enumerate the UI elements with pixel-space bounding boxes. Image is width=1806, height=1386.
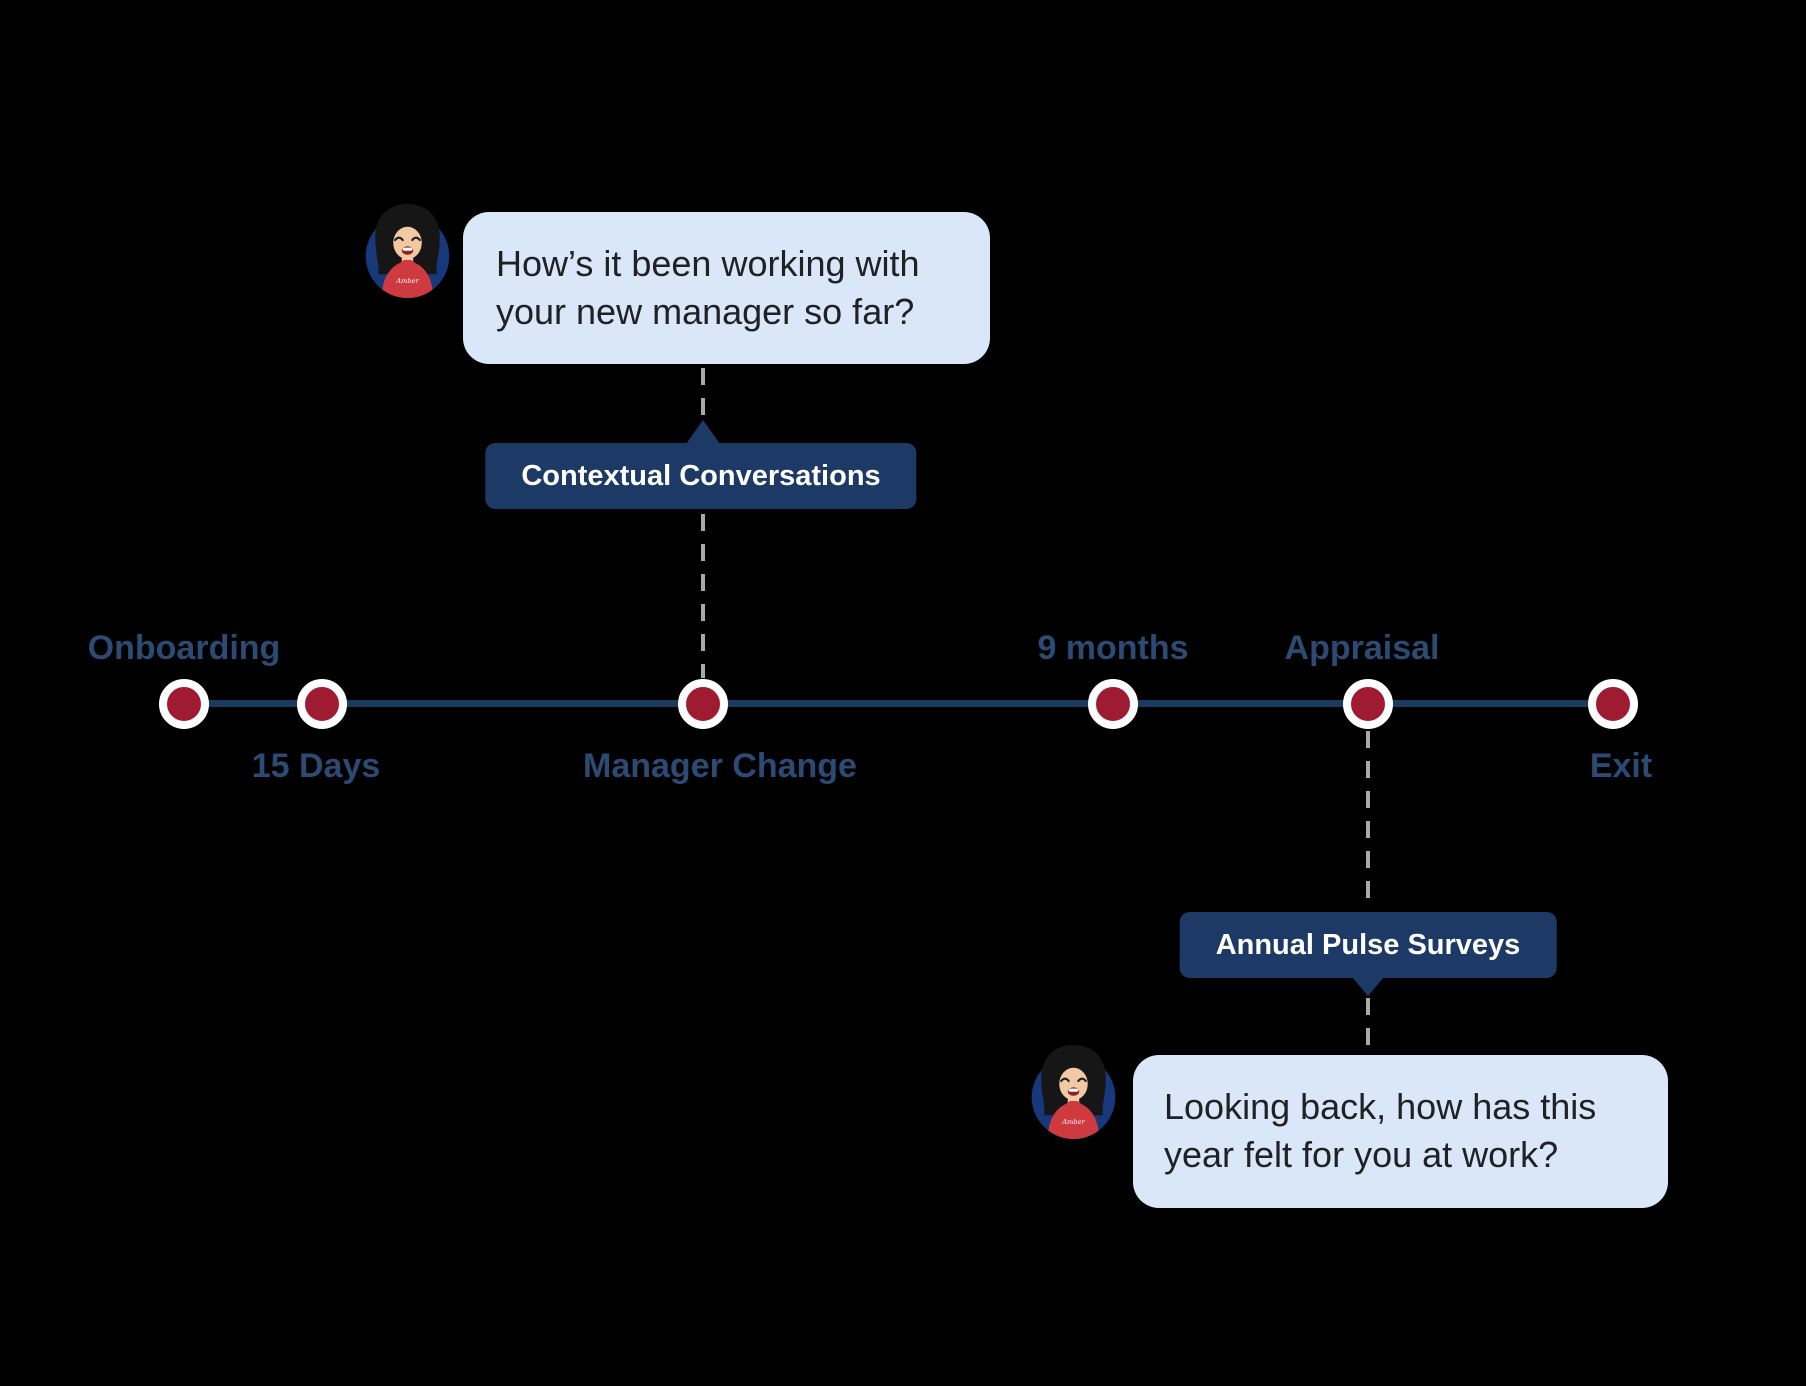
dashed-connector-dot-to-badge [1366,731,1370,911]
milestone-label-15-days: 15 Days [251,747,381,785]
chat-bubble-annual-pulse: Looking back, how has this year felt for… [1133,1055,1668,1208]
avatar-face [393,226,422,260]
avatar-shirt [381,260,434,298]
badge-pointer-up-icon [686,420,720,444]
milestone-dot-appraisal [1343,679,1393,729]
milestone-label-manager-change: Manager Change [583,747,857,785]
milestone-dot-15-days [297,679,347,729]
dashed-connector-badge-to-bubble [1366,998,1370,1051]
avatar-shirt-label: Amber [1061,1118,1085,1126]
badge-contextual-conversations: Contextual Conversations [485,443,917,509]
milestone-dot-onboarding [159,679,209,729]
milestone-label-appraisal: Appraisal [1284,629,1440,667]
badge-annual-pulse-surveys: Annual Pulse Surveys [1179,912,1557,978]
milestone-dot-exit [1588,679,1638,729]
chat-bubble-text-line: year felt for you at work? [1164,1134,1559,1175]
timeline-line [184,700,1613,707]
amber-bot-avatar: Amber [360,199,455,302]
milestone-label-exit: Exit [1589,747,1653,785]
badge-pointer-down-icon [1352,977,1384,996]
chat-bubble-text-line: Looking back, how has this [1164,1086,1597,1127]
chat-bubble-text-line: your new manager so far? [496,291,915,332]
amber-bot-avatar: Amber [1026,1040,1121,1143]
milestone-label-9-months: 9 months [1037,629,1189,667]
avatar-face [1059,1067,1088,1101]
avatar-shirt-label: Amber [395,277,419,285]
dashed-connector-bubble-to-badge [701,368,705,417]
milestone-dot-manager-change [678,679,728,729]
dashed-connector-badge-to-dot [701,514,705,678]
milestone-dot-9-months [1088,679,1138,729]
milestone-label-onboarding: Onboarding [87,629,281,667]
chat-bubble-text-line: How’s it been working with [496,243,920,284]
chat-bubble-manager-change: How’s it been working with your new mana… [463,212,990,364]
avatar-shirt [1047,1101,1100,1139]
